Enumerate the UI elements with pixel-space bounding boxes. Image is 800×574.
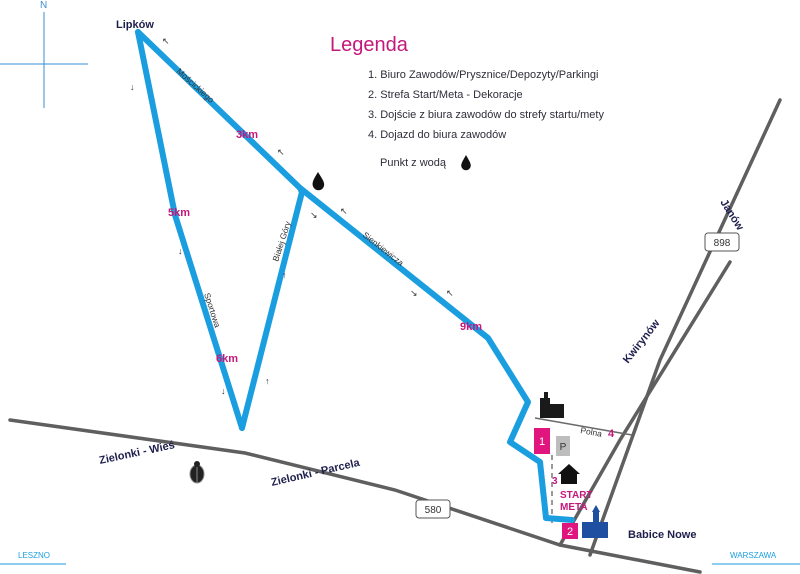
street-polna: Polna xyxy=(580,425,603,439)
legend-water-point: Punkt z wodą xyxy=(380,155,660,171)
marker-1: 1 xyxy=(534,428,550,454)
water-drop-icon xyxy=(312,172,325,191)
road-898 xyxy=(588,98,782,557)
svg-text:↖: ↖ xyxy=(340,206,348,216)
road-polna xyxy=(534,417,633,436)
start-label: START xyxy=(560,490,593,501)
place-zielonki-wies: Zielonki - Wieś xyxy=(98,439,176,467)
parking-marker: P xyxy=(556,436,570,456)
svg-text:↓: ↓ xyxy=(130,82,135,92)
place-babice-nowe: Babice Nowe xyxy=(628,529,696,541)
distance-3km: 3km xyxy=(236,129,258,141)
legend-item: 1. Biuro Zawodów/Prysznice/Depozyty/Park… xyxy=(368,69,599,81)
road-kwirynow xyxy=(558,260,732,547)
marker-4: 4 xyxy=(608,428,615,440)
road-580-badge: 580 xyxy=(415,499,451,519)
distance-9km: 9km xyxy=(460,321,482,333)
marker-3: 3 xyxy=(552,476,558,487)
legend-item: 2. Strefa Start/Meta - Dekoracje xyxy=(368,89,523,101)
place-lipkow: Lipków xyxy=(116,19,154,31)
legend-title: Legenda xyxy=(330,34,408,56)
home-icon xyxy=(558,464,580,484)
compass: N xyxy=(0,0,88,108)
marker-2: 2 xyxy=(562,523,578,539)
street-moscickiego: Mościckiego xyxy=(175,66,217,105)
svg-text:↖: ↖ xyxy=(446,288,454,298)
road-zielonki xyxy=(8,418,702,574)
distance-6km: 6km xyxy=(216,353,238,365)
street-sienkiewicza: Sienkiewicza xyxy=(361,230,406,268)
direction-arrows: ↖ ↓ ↖ ↖ ↘ ↓ ↑ ↘ ↖ ↑ ↓ xyxy=(130,36,454,396)
svg-text:↘: ↘ xyxy=(410,288,418,298)
svg-text:↓: ↓ xyxy=(221,386,226,396)
svg-text:↖: ↖ xyxy=(277,147,285,157)
legend: Legenda 1. Biuro Zawodów/Prysznice/Depoz… xyxy=(330,34,660,171)
place-kwirynow: Kwirynów xyxy=(621,317,663,366)
ladybird-icon xyxy=(189,461,205,484)
direction-leszno: LESZNO xyxy=(0,551,66,565)
svg-text:↑: ↑ xyxy=(265,376,270,386)
legend-water-label: Punkt z wodą xyxy=(380,157,447,169)
office-building-icon xyxy=(540,392,564,418)
roads xyxy=(8,98,782,574)
svg-text:1: 1 xyxy=(539,436,545,448)
legend-item: 3. Dojście z biura zawodów do strefy sta… xyxy=(368,109,604,121)
svg-text:↑: ↑ xyxy=(282,270,287,280)
direction-warszawa: WARSZAWA xyxy=(712,551,800,565)
svg-text:580: 580 xyxy=(425,505,442,516)
water-drop-icon xyxy=(461,155,471,171)
svg-text:WARSZAWA: WARSZAWA xyxy=(730,551,777,560)
svg-text:LESZNO: LESZNO xyxy=(18,551,50,560)
svg-text:↖: ↖ xyxy=(162,36,170,46)
road-898-badge: 898 xyxy=(704,232,740,252)
legend-item: 4. Dojazd do biura zawodów xyxy=(368,129,507,141)
meta-label: META xyxy=(560,502,588,513)
svg-text:2: 2 xyxy=(567,526,573,538)
distance-5km: 5km xyxy=(168,207,190,219)
svg-text:898: 898 xyxy=(714,238,731,249)
svg-text:P: P xyxy=(560,442,567,453)
svg-text:↓: ↓ xyxy=(178,246,183,256)
church-icon xyxy=(582,505,608,538)
legend-list: 1. Biuro Zawodów/Prysznice/Depozyty/Park… xyxy=(330,69,660,141)
compass-north-label: N xyxy=(40,0,47,11)
svg-text:↘: ↘ xyxy=(310,210,318,220)
running-route xyxy=(135,29,575,523)
